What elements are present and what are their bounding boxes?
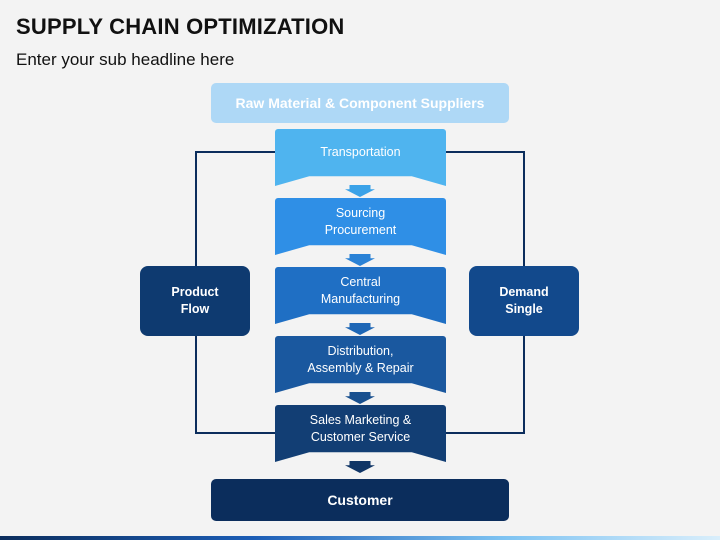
stage-label: Distribution, Assembly & Repair bbox=[307, 343, 414, 375]
supplier-box: Raw Material & Component Suppliers bbox=[211, 83, 509, 123]
stage-label: Transportation bbox=[320, 145, 401, 159]
demand-single-box: Demand Single bbox=[469, 266, 579, 336]
footer-gradient-bar bbox=[0, 536, 720, 540]
page-title: SUPPLY CHAIN OPTIMIZATION bbox=[16, 14, 345, 39]
customer-box: Customer bbox=[211, 479, 509, 521]
stage-label: Sourcing Procurement bbox=[324, 205, 397, 237]
page-subtitle: Enter your sub headline here bbox=[16, 50, 235, 69]
stage-label: Sales Marketing & Customer Service bbox=[309, 412, 412, 444]
stage-label: Central Manufacturing bbox=[320, 274, 401, 306]
product-flow-box: Product Flow bbox=[140, 266, 250, 336]
